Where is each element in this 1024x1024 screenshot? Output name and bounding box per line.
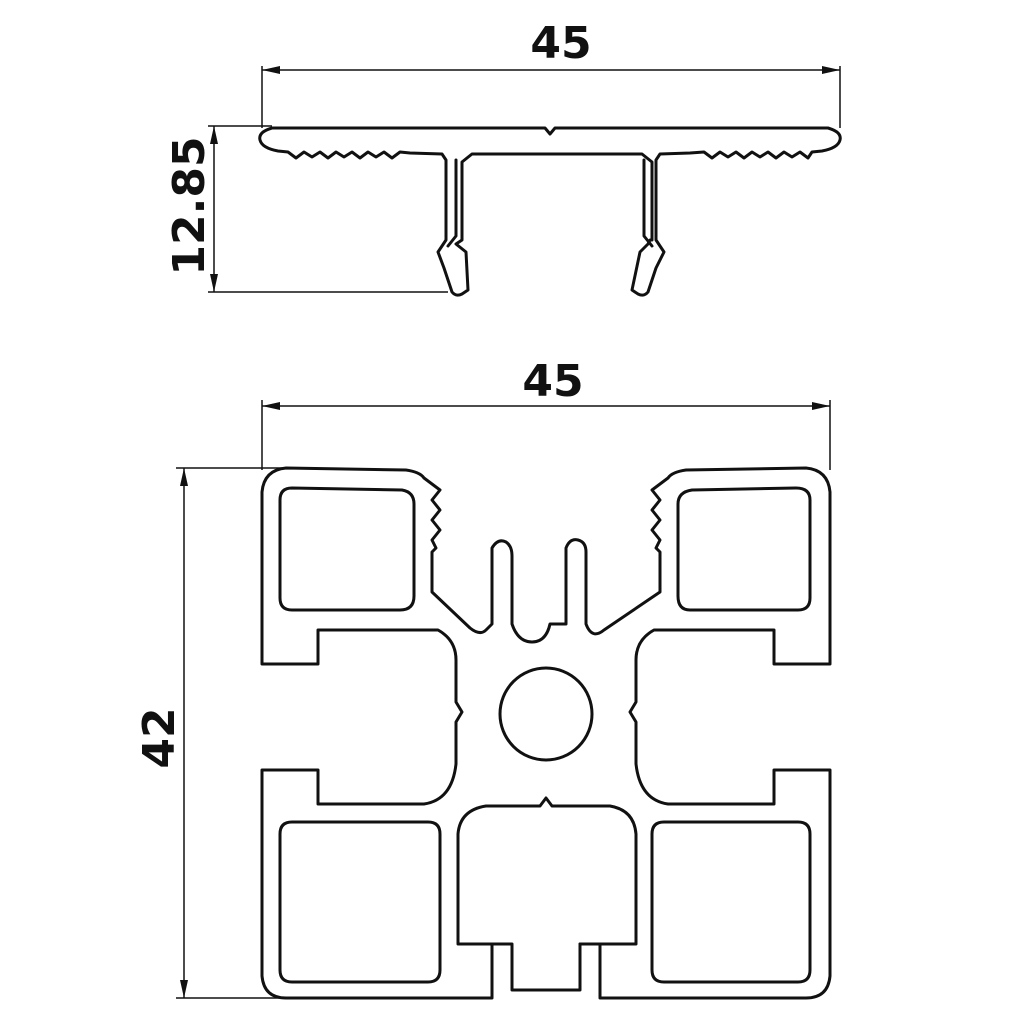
extrusion-outline — [260, 466, 832, 1000]
cover-strip-leg-right — [642, 158, 654, 248]
center-bore — [498, 666, 594, 762]
top-width-dimension: 45 — [261, 18, 841, 128]
pocket-bottom-left — [278, 820, 442, 984]
cover-strip-leg-left — [446, 158, 458, 248]
bottom-width-label: 45 — [522, 356, 583, 407]
slot-bottom-center — [456, 796, 638, 946]
cover-strip-outline — [258, 126, 842, 297]
top-height-label: 12.85 — [164, 136, 215, 275]
bottom-height-dimension: 42 — [134, 467, 286, 999]
pocket-top-left — [278, 486, 416, 612]
bottom-height-label: 42 — [134, 707, 185, 768]
bottom-width-dimension: 45 — [261, 356, 831, 470]
top-width-label: 45 — [530, 18, 591, 69]
pocket-top-right — [676, 486, 812, 612]
top-height-dimension: 12.85 — [164, 125, 448, 293]
extrusion-profile — [260, 466, 832, 1000]
cover-strip-profile — [258, 126, 842, 297]
pocket-bottom-right — [650, 820, 812, 984]
